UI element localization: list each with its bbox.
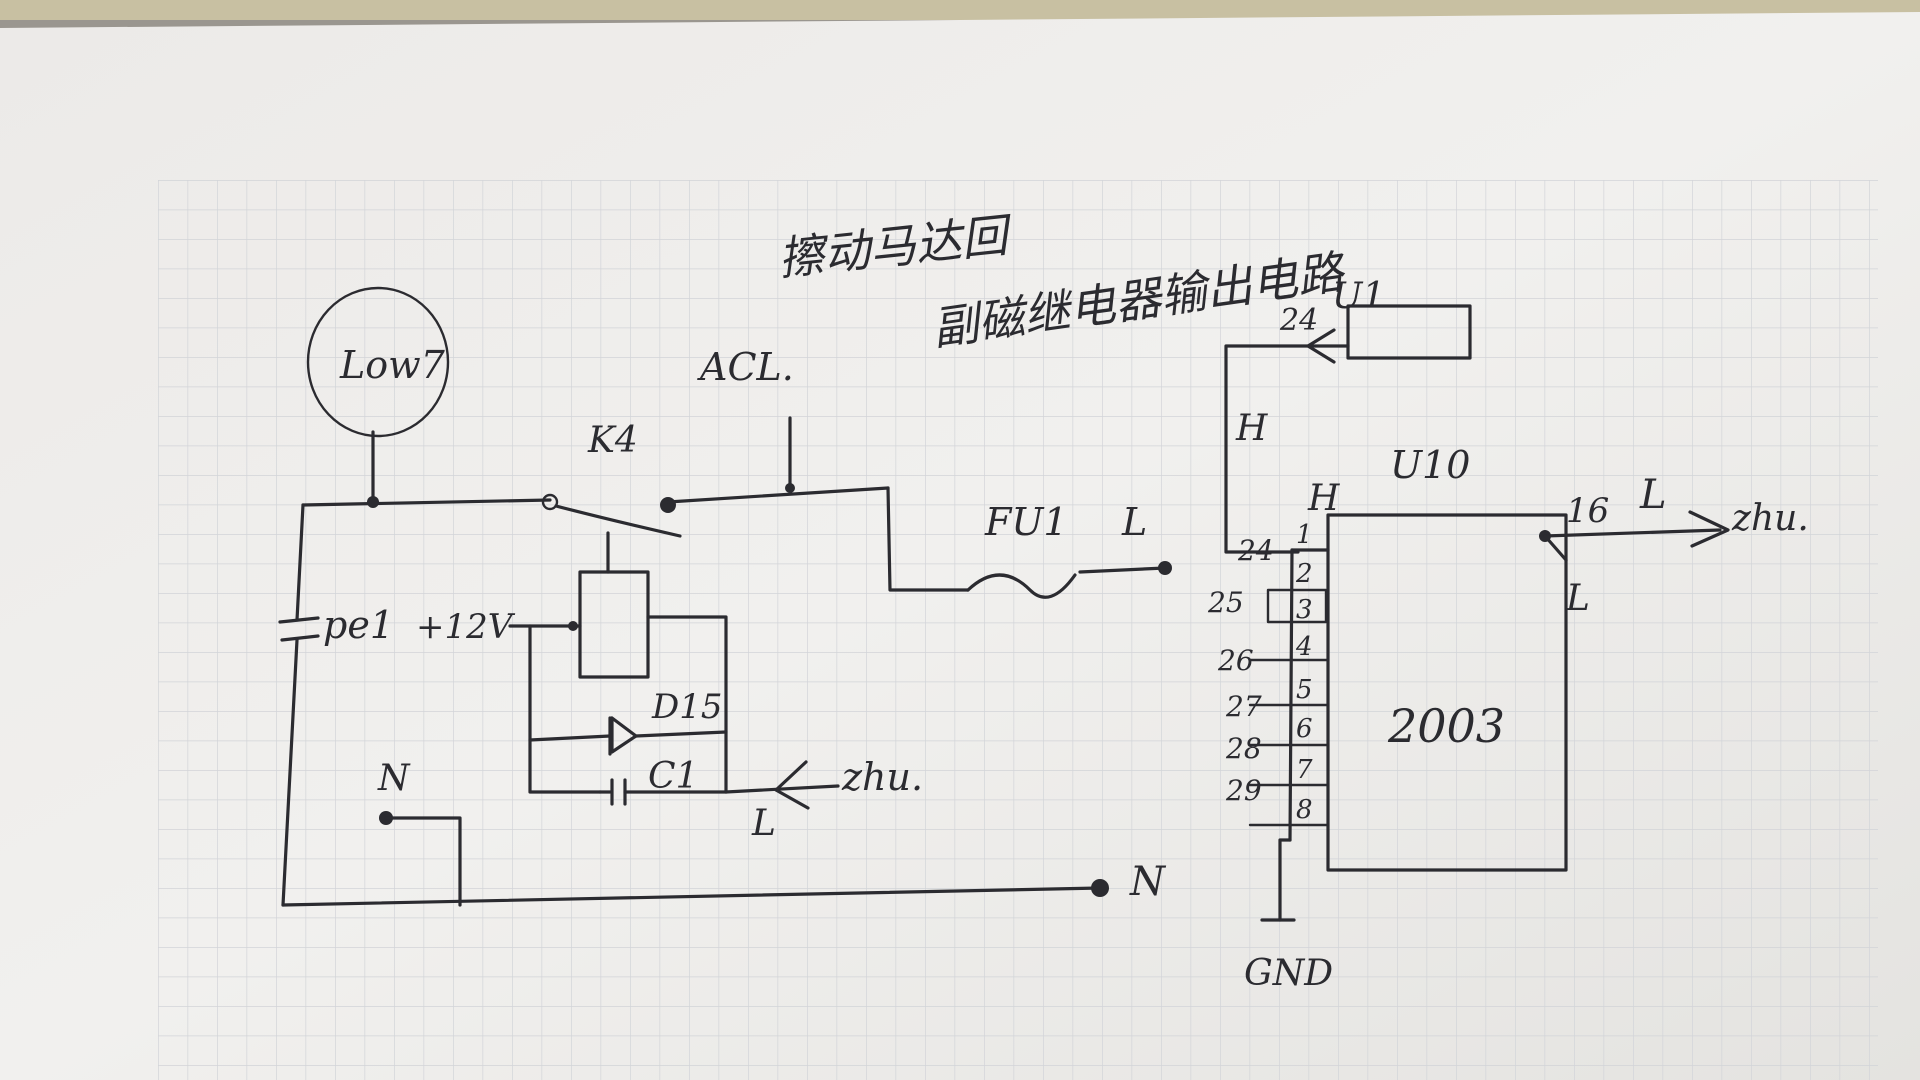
paper-grid bbox=[158, 180, 1878, 1080]
left-pin-27: 27 bbox=[1225, 690, 1262, 723]
left-pin-25: 25 bbox=[1207, 586, 1244, 619]
diode-wire-left bbox=[528, 734, 612, 742]
left-pin-24: 24 bbox=[1237, 534, 1274, 567]
vcc-label: +12V bbox=[416, 607, 516, 647]
u10-chip bbox=[1326, 513, 1568, 872]
left-wire-lower bbox=[281, 638, 299, 907]
output-arrow bbox=[1688, 510, 1730, 548]
fuse-wire-in bbox=[886, 486, 970, 592]
relay-input-arrow bbox=[774, 760, 810, 810]
u10-label: U10 bbox=[1390, 443, 1470, 487]
u1-arrow bbox=[1306, 328, 1336, 364]
top-wire bbox=[301, 498, 552, 507]
inner-pin-8: 8 bbox=[1296, 795, 1313, 825]
inner-pin-4: 4 bbox=[1295, 632, 1313, 662]
fuse-out-label: L bbox=[1121, 500, 1147, 544]
coil-loop-left bbox=[528, 624, 602, 794]
cap-left-plate-1 bbox=[278, 616, 320, 624]
desk-top-edge bbox=[0, 0, 1920, 20]
left-pin-28: 28 bbox=[1225, 732, 1262, 765]
inner-pin-3: 3 bbox=[1296, 595, 1313, 625]
output-target-label: zhu. bbox=[1731, 498, 1809, 539]
chip-label: 2003 bbox=[1387, 699, 1505, 753]
output-l-label: L bbox=[1639, 472, 1667, 518]
inner-pin-5: 5 bbox=[1296, 675, 1313, 705]
relay-contact-common bbox=[541, 493, 559, 511]
coil-right-wire bbox=[646, 615, 728, 794]
diode-label: D15 bbox=[651, 687, 723, 727]
diode-wire-right bbox=[634, 730, 728, 738]
lamp-junction-dot bbox=[367, 496, 379, 508]
relay-switch-blade bbox=[554, 504, 682, 538]
coil-junction-dot bbox=[568, 621, 578, 631]
u1-resistor bbox=[1346, 304, 1472, 360]
cap-label: C1 bbox=[648, 756, 698, 797]
left-pin-26: 26 bbox=[1217, 644, 1254, 677]
relay-input-label: zhu. bbox=[841, 755, 923, 799]
h-top-label: H bbox=[1307, 478, 1340, 519]
acl-wire bbox=[666, 486, 890, 504]
relay-contact-no bbox=[660, 497, 676, 513]
diode-symbol bbox=[610, 716, 638, 754]
pin-2-3-loop bbox=[1266, 588, 1328, 624]
fuse-wire-out bbox=[1078, 566, 1167, 574]
inner-pin-1: 1 bbox=[1296, 520, 1313, 550]
output-wire bbox=[1543, 528, 1722, 538]
u1-label: U1 bbox=[1332, 276, 1385, 317]
output-pin-label: 16 bbox=[1566, 491, 1609, 531]
left-pin-29: 29 bbox=[1225, 774, 1262, 807]
u1-feed-wire bbox=[1224, 344, 1350, 554]
neutral-rail bbox=[281, 886, 1102, 907]
right-circuit: 24 U1 H U10 H 2003 24 25 26 27 28 29 1 2… bbox=[1207, 276, 1809, 994]
u1-pin-label: 24 bbox=[1279, 303, 1318, 338]
inner-pin-7: 7 bbox=[1296, 755, 1313, 785]
neutral-left-wire bbox=[384, 816, 462, 907]
cap-left-label: pe1 bbox=[323, 603, 394, 647]
pin-ladder-rail bbox=[1288, 548, 1294, 842]
neutral-left-label: N bbox=[377, 758, 411, 799]
relay-input-wire bbox=[724, 784, 840, 794]
lamp-symbol bbox=[306, 286, 450, 438]
inner-pin-2: 2 bbox=[1295, 559, 1313, 589]
output-tap bbox=[1543, 534, 1568, 562]
side-l-label: L bbox=[1565, 578, 1590, 619]
lamp-label: Low7 bbox=[339, 343, 446, 387]
fuse-label: FU1 bbox=[984, 500, 1068, 544]
left-wire-upper bbox=[295, 503, 305, 622]
gnd-label: GND bbox=[1244, 953, 1333, 994]
fuse-terminal-dot bbox=[1158, 561, 1172, 575]
relay-label: K4 bbox=[587, 420, 638, 461]
acl-label: ACL. bbox=[697, 345, 794, 389]
relay-input-l-label: L bbox=[751, 803, 776, 844]
gnd-wire bbox=[1278, 838, 1292, 922]
neutral-right-label: N bbox=[1129, 859, 1167, 905]
cap-left-plate-2 bbox=[280, 634, 320, 642]
inner-pin-6: 6 bbox=[1296, 714, 1313, 744]
acl-junction-dot bbox=[785, 483, 795, 493]
fuse-symbol bbox=[966, 573, 1077, 599]
left-circuit: Low7 K4 ACL. FU1 L pe1 N bbox=[278, 286, 1172, 907]
h-left-label: H bbox=[1235, 408, 1268, 449]
neutral-terminal-dot bbox=[1091, 879, 1109, 897]
